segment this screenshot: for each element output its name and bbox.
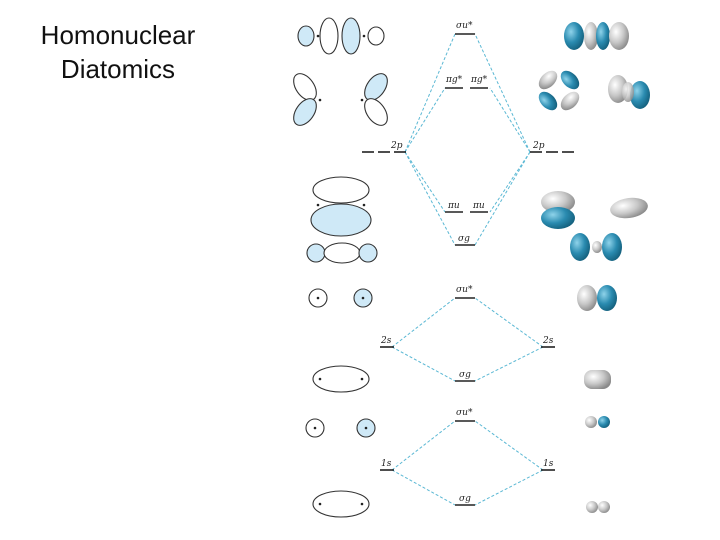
label-pi-u-a: πu — [447, 201, 460, 211]
sketch-pi-u — [310, 176, 372, 237]
label-2p-right: 2p — [532, 141, 545, 151]
sketch-pi-g-star — [293, 73, 388, 126]
orbital-sketches — [293, 17, 388, 518]
label-sigma-u-star-1s: σu* — [456, 408, 473, 418]
correlation-lines — [391, 33, 544, 506]
sketch-sigma-u-star-1s — [305, 418, 376, 438]
label-sigma-u-star-2p: σu* — [456, 21, 473, 31]
energy-level-bars — [362, 33, 574, 506]
render-sigma-g-2s — [584, 370, 611, 389]
render-pi-g-star-2 — [608, 75, 650, 109]
label-sigma-u-star-2s: σu* — [456, 285, 473, 295]
render-sigma-g-1s — [586, 501, 610, 513]
label-2s-right: 2s — [542, 336, 554, 346]
label-pi-g-star-a: πg* — [445, 75, 463, 85]
title-line-2: Diatomics — [60, 54, 176, 84]
render-sigma-g-2p — [570, 233, 622, 261]
label-sigma-g-2s: σg — [459, 370, 471, 380]
label-2s-left: 2s — [380, 336, 392, 346]
render-sigma-u-star-2p — [564, 22, 629, 50]
sketch-sigma-u-star-2s — [308, 288, 373, 308]
sketch-sigma-g-2p — [306, 242, 378, 264]
render-sigma-u-star-1s — [585, 416, 610, 428]
sketch-sigma-u-star-2p — [297, 17, 385, 55]
sketch-sigma-g-1s — [312, 490, 370, 518]
render-pi-g-star-1 — [538, 70, 580, 111]
label-1s-right: 1s — [543, 459, 554, 469]
render-pi-u-2 — [610, 197, 648, 219]
label-2p-left: 2p — [390, 141, 403, 151]
label-pi-g-star-b: πg* — [470, 75, 488, 85]
label-sigma-g-2p: σg — [458, 234, 470, 244]
level-labels: σu* πg* πg* 2p 2p πu πu σg σu* 2s 2s σg … — [380, 21, 554, 504]
render-sigma-u-star-2s — [577, 285, 617, 311]
title-line-1: Homonuclear — [40, 20, 196, 50]
label-pi-u-b: πu — [472, 201, 485, 211]
render-pi-u-1 — [541, 191, 575, 229]
orbital-renders — [538, 22, 650, 513]
slide-title: Homonuclear Diatomics — [18, 18, 218, 86]
sketch-sigma-g-2s — [312, 365, 370, 393]
label-sigma-g-1s: σg — [459, 494, 471, 504]
label-1s-left: 1s — [381, 459, 392, 469]
